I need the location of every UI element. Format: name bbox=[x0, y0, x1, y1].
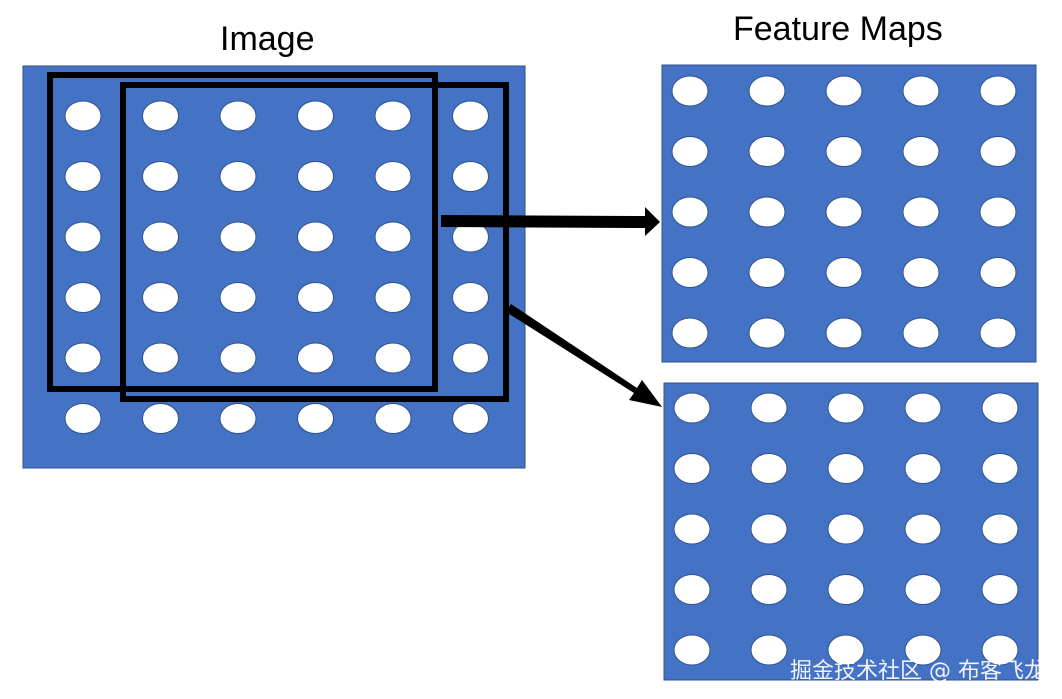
grid-dot bbox=[297, 221, 334, 253]
grid-dot bbox=[827, 453, 865, 484]
grid-dot bbox=[825, 75, 863, 107]
grid-dot bbox=[64, 342, 102, 374]
grid-dot bbox=[452, 403, 489, 434]
feature-map-top-dots bbox=[671, 75, 1017, 349]
grid-dot bbox=[748, 317, 786, 349]
grid-dot bbox=[673, 574, 711, 605]
grid-dot bbox=[981, 513, 1019, 545]
grid-dot bbox=[452, 342, 489, 374]
grid-dot bbox=[904, 634, 942, 666]
grid-dot bbox=[219, 403, 257, 434]
grid-dot bbox=[748, 257, 786, 288]
grid-dot bbox=[673, 392, 711, 424]
grid-dot bbox=[902, 317, 940, 349]
grid-dot bbox=[673, 513, 711, 545]
grid-dot bbox=[374, 221, 412, 253]
grid-dot bbox=[374, 100, 412, 132]
grid-dot bbox=[825, 317, 863, 349]
grid-dot bbox=[827, 634, 865, 666]
feature-maps-title: Feature Maps bbox=[733, 10, 943, 48]
arrow-to-feature-map-top bbox=[441, 207, 660, 236]
grid-dot bbox=[981, 634, 1019, 666]
grid-dot bbox=[452, 161, 489, 192]
grid-dot bbox=[979, 257, 1017, 288]
grid-dot bbox=[827, 392, 865, 424]
grid-dot bbox=[142, 403, 179, 434]
grid-dot bbox=[452, 100, 489, 132]
grid-dot bbox=[981, 453, 1019, 484]
arrow-to-feature-map-bottom bbox=[506, 304, 662, 407]
grid-dot bbox=[219, 282, 257, 313]
grid-dot bbox=[827, 574, 865, 605]
grid-dot bbox=[979, 317, 1017, 349]
grid-dot bbox=[374, 161, 412, 192]
grid-dot bbox=[825, 136, 863, 167]
grid-dot bbox=[979, 196, 1017, 228]
grid-dot bbox=[902, 196, 940, 228]
watermark-text: 掘金技术社区 @ 布客飞龙 bbox=[790, 659, 1046, 684]
grid-dot bbox=[750, 392, 788, 424]
grid-dot bbox=[748, 196, 786, 228]
grid-dot bbox=[142, 282, 179, 313]
grid-dot bbox=[374, 342, 412, 374]
grid-dot bbox=[979, 136, 1017, 167]
grid-dot bbox=[374, 282, 412, 313]
grid-dot bbox=[671, 257, 709, 288]
grid-dot bbox=[673, 634, 711, 666]
input-image-panel bbox=[22, 65, 526, 469]
grid-dot bbox=[981, 574, 1019, 605]
grid-dot bbox=[827, 513, 865, 545]
grid-dot bbox=[297, 342, 334, 374]
grid-dot bbox=[219, 342, 257, 374]
grid-dot bbox=[750, 574, 788, 605]
grid-dot bbox=[825, 196, 863, 228]
grid-dot bbox=[904, 453, 942, 484]
grid-dot bbox=[297, 100, 334, 132]
grid-dot bbox=[671, 196, 709, 228]
grid-dot bbox=[64, 100, 102, 132]
grid-dot bbox=[904, 574, 942, 605]
grid-dot bbox=[219, 161, 257, 192]
grid-dot bbox=[902, 75, 940, 107]
grid-dot bbox=[142, 100, 179, 132]
image-title: Image bbox=[220, 20, 315, 58]
grid-dot bbox=[64, 282, 102, 313]
grid-dot bbox=[142, 342, 179, 374]
grid-dot bbox=[671, 75, 709, 107]
grid-dot bbox=[64, 161, 102, 192]
grid-dot bbox=[981, 392, 1019, 424]
grid-dot bbox=[64, 403, 102, 434]
grid-dot bbox=[219, 100, 257, 132]
grid-dot bbox=[452, 282, 489, 313]
grid-dot bbox=[825, 257, 863, 288]
grid-dot bbox=[374, 403, 412, 434]
grid-dot bbox=[297, 282, 334, 313]
grid-dot bbox=[671, 136, 709, 167]
grid-dot bbox=[219, 221, 257, 253]
grid-dot bbox=[142, 221, 179, 253]
grid-dot bbox=[748, 75, 786, 107]
grid-dot bbox=[673, 453, 711, 484]
grid-dot bbox=[902, 136, 940, 167]
grid-dot bbox=[902, 257, 940, 288]
grid-dot bbox=[979, 75, 1017, 107]
grid-dot bbox=[142, 161, 179, 192]
grid-dot bbox=[671, 317, 709, 349]
grid-dot bbox=[904, 392, 942, 424]
grid-dot bbox=[750, 453, 788, 484]
grid-dot bbox=[748, 136, 786, 167]
grid-dot bbox=[750, 634, 788, 666]
sliding-window-second bbox=[120, 82, 509, 402]
feature-map-bottom-dots bbox=[673, 392, 1019, 666]
sliding-window-first bbox=[47, 72, 438, 392]
grid-dot bbox=[750, 513, 788, 545]
grid-dot bbox=[297, 161, 334, 192]
grid-dot bbox=[904, 513, 942, 545]
grid-dot bbox=[64, 221, 102, 253]
grid-dot bbox=[297, 403, 334, 434]
input-image-dots bbox=[64, 100, 489, 434]
